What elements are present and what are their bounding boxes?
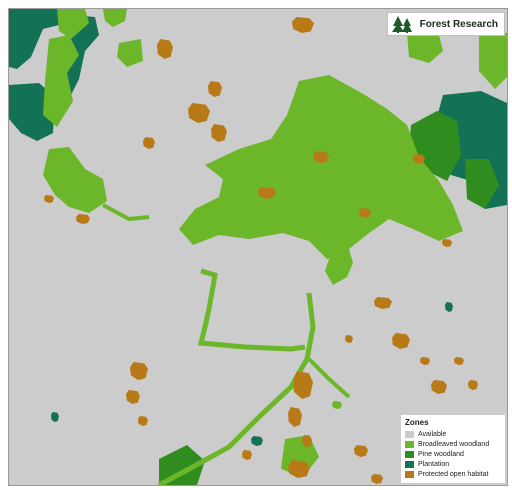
protected-zone-patch bbox=[130, 362, 148, 380]
tree-icon bbox=[391, 16, 412, 33]
available-land-background bbox=[9, 9, 507, 485]
forest-research-logo: Forest Research bbox=[386, 12, 505, 36]
broadleaved-zone-patch bbox=[43, 35, 79, 127]
protected-zone-patch bbox=[157, 39, 173, 59]
broadleaved-zone-patch bbox=[325, 249, 353, 285]
broadleaved-zone-patch bbox=[179, 75, 463, 259]
legend-label: Broadleaved woodland bbox=[418, 440, 490, 448]
protected-zone-patch bbox=[313, 151, 329, 163]
protected-zone-patch bbox=[44, 195, 54, 203]
broadleaved-zone-patch bbox=[479, 33, 507, 89]
legend-item-protected-open-habitat: Protected open habitat bbox=[405, 469, 501, 479]
pine-zone-patch bbox=[465, 159, 499, 209]
protected-zone-patch bbox=[143, 137, 155, 149]
logo-text: Forest Research bbox=[419, 18, 498, 30]
legend-label: Protected open habitat bbox=[418, 470, 489, 478]
legend-swatch bbox=[405, 470, 414, 478]
plantation-zone-patch bbox=[445, 302, 453, 312]
protected-zone-patch bbox=[371, 474, 383, 484]
legend-item-plantation: Plantation bbox=[405, 459, 501, 469]
broadleaved-zone-strip bbox=[197, 268, 306, 352]
broadleaved-zone-strip bbox=[102, 203, 150, 222]
protected-zone-patch bbox=[468, 380, 478, 390]
legend-item-broadleaved-woodland: Broadleaved woodland bbox=[405, 439, 501, 449]
pine-zone-patch bbox=[159, 445, 205, 485]
broadleaved-zone-patch bbox=[43, 147, 107, 213]
protected-zone-patch bbox=[354, 445, 368, 457]
protected-zone-patch bbox=[211, 124, 227, 142]
zone-map: Forest Research Zones Available Broadlea… bbox=[8, 8, 508, 486]
broadleaved-zone-patch bbox=[332, 401, 342, 409]
plantation-zone-patch bbox=[51, 412, 59, 422]
protected-zone-patch bbox=[392, 333, 410, 349]
broadleaved-zone-patch bbox=[407, 27, 443, 63]
protected-zone-patch bbox=[126, 390, 140, 404]
protected-zone-patch bbox=[413, 154, 425, 164]
legend-item-pine-woodland: Pine woodland bbox=[405, 449, 501, 459]
plantation-zone-patch bbox=[251, 436, 263, 446]
zone-map-canvas bbox=[9, 9, 507, 485]
legend-item-available: Available bbox=[405, 429, 501, 439]
legend-label: Available bbox=[418, 430, 447, 438]
legend: Zones Available Broadleaved woodland Pin… bbox=[401, 415, 505, 483]
plantation-zone-patch bbox=[9, 9, 69, 69]
legend-label: Pine woodland bbox=[418, 450, 464, 458]
legend-swatch bbox=[405, 440, 414, 448]
legend-title: Zones bbox=[405, 418, 429, 427]
legend-swatch bbox=[405, 430, 414, 438]
protected-zone-patch bbox=[258, 187, 276, 199]
legend-swatch bbox=[405, 460, 414, 468]
protected-zone-patch bbox=[420, 357, 430, 365]
protected-zone-patch bbox=[302, 435, 312, 447]
protected-zone-patch bbox=[442, 239, 452, 247]
broadleaved-zone-patch bbox=[103, 9, 127, 27]
broadleaved-zone-strip bbox=[157, 292, 316, 485]
plantation-zone-patch bbox=[9, 83, 55, 141]
protected-zone-patch bbox=[188, 103, 210, 123]
legend-swatch bbox=[405, 450, 414, 458]
legend-label: Plantation bbox=[418, 460, 450, 468]
protected-zone-patch bbox=[208, 81, 222, 97]
protected-zone-patch bbox=[431, 380, 447, 394]
protected-zone-patch bbox=[288, 460, 310, 478]
protected-zone-patch bbox=[293, 371, 313, 399]
protected-zone-patch bbox=[288, 407, 302, 427]
protected-zone-patch bbox=[76, 214, 90, 224]
protected-zone-patch bbox=[138, 416, 148, 426]
protected-zone-patch bbox=[242, 450, 252, 460]
broadleaved-zone-patch bbox=[307, 101, 355, 151]
protected-zone-patch bbox=[374, 297, 392, 309]
broadleaved-zone-strip bbox=[307, 357, 351, 399]
broadleaved-zone-patch bbox=[57, 9, 89, 39]
protected-zone-patch bbox=[345, 335, 353, 343]
protected-zone-patch bbox=[454, 357, 464, 365]
protected-zone-patch bbox=[292, 17, 314, 33]
protected-zone-patch bbox=[359, 208, 371, 218]
broadleaved-zone-patch bbox=[117, 39, 143, 67]
